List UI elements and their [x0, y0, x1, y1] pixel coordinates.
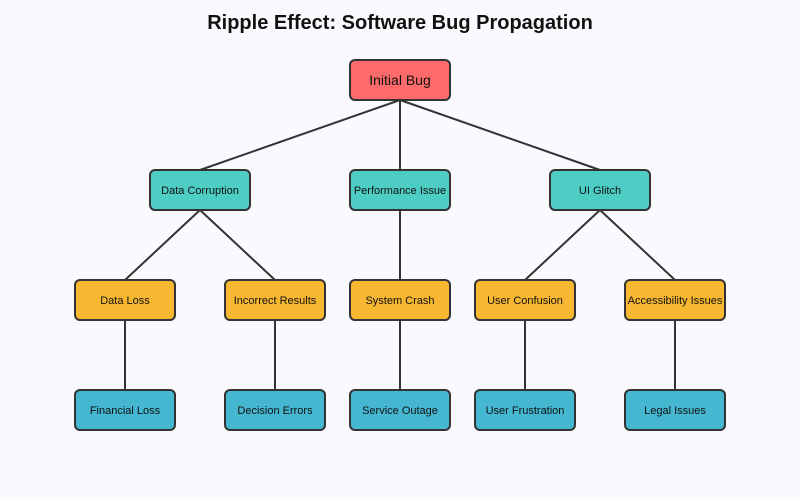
node-label: Data Corruption: [161, 185, 239, 197]
node-label: System Crash: [365, 295, 434, 307]
node-financial-loss[interactable]: Financial Loss: [74, 389, 176, 431]
node-label: Incorrect Results: [234, 295, 317, 307]
edge-data-corruption-to-incorrect-results: [199, 209, 276, 281]
edge-data-corruption-to-data-loss: [124, 209, 201, 281]
node-box: [74, 279, 176, 321]
node-box: [349, 59, 451, 101]
node-box: [474, 279, 576, 321]
node-box: [349, 169, 451, 211]
node-label: Legal Issues: [644, 405, 706, 417]
node-system-crash[interactable]: System Crash: [349, 279, 451, 321]
node-decision-errors[interactable]: Decision Errors: [224, 389, 326, 431]
node-box: [349, 389, 451, 431]
node-label: Performance Issue: [354, 185, 446, 197]
node-service-outage[interactable]: Service Outage: [349, 389, 451, 431]
edge-initial-bug-to-ui-glitch: [399, 99, 601, 171]
node-box: [224, 279, 326, 321]
node-label: UI Glitch: [579, 185, 621, 197]
node-box: [624, 279, 726, 321]
node-box: [624, 389, 726, 431]
node-box: [224, 389, 326, 431]
node-accessibility-issues[interactable]: Accessibility Issues: [624, 279, 726, 321]
node-incorrect-results[interactable]: Incorrect Results: [224, 279, 326, 321]
node-box: [549, 169, 651, 211]
node-ui-glitch[interactable]: UI Glitch: [549, 169, 651, 211]
node-legal-issues[interactable]: Legal Issues: [624, 389, 726, 431]
node-label: User Frustration: [486, 405, 565, 417]
edge-ui-glitch-to-accessibility-issues: [599, 209, 676, 281]
node-data-loss[interactable]: Data Loss: [74, 279, 176, 321]
edge-initial-bug-to-data-corruption: [199, 99, 401, 171]
node-box: [474, 389, 576, 431]
node-user-frustration[interactable]: User Frustration: [474, 389, 576, 431]
edges: [124, 99, 676, 390]
node-label: Data Loss: [100, 295, 150, 307]
node-label: Decision Errors: [237, 405, 313, 417]
node-box: [349, 279, 451, 321]
node-initial-bug[interactable]: Initial Bug: [349, 59, 451, 101]
node-label: User Confusion: [487, 295, 563, 307]
node-performance-issue[interactable]: Performance Issue: [349, 169, 451, 211]
node-box: [74, 389, 176, 431]
node-label: Accessibility Issues: [628, 295, 723, 307]
diagram-title: Ripple Effect: Software Bug Propagation: [207, 12, 593, 34]
node-label: Initial Bug: [369, 72, 430, 88]
edge-ui-glitch-to-user-confusion: [524, 209, 601, 281]
node-data-corruption[interactable]: Data Corruption: [149, 169, 251, 211]
node-label: Financial Loss: [90, 405, 161, 417]
node-user-confusion[interactable]: User Confusion: [474, 279, 576, 321]
node-box: [149, 169, 251, 211]
node-label: Service Outage: [362, 405, 438, 417]
